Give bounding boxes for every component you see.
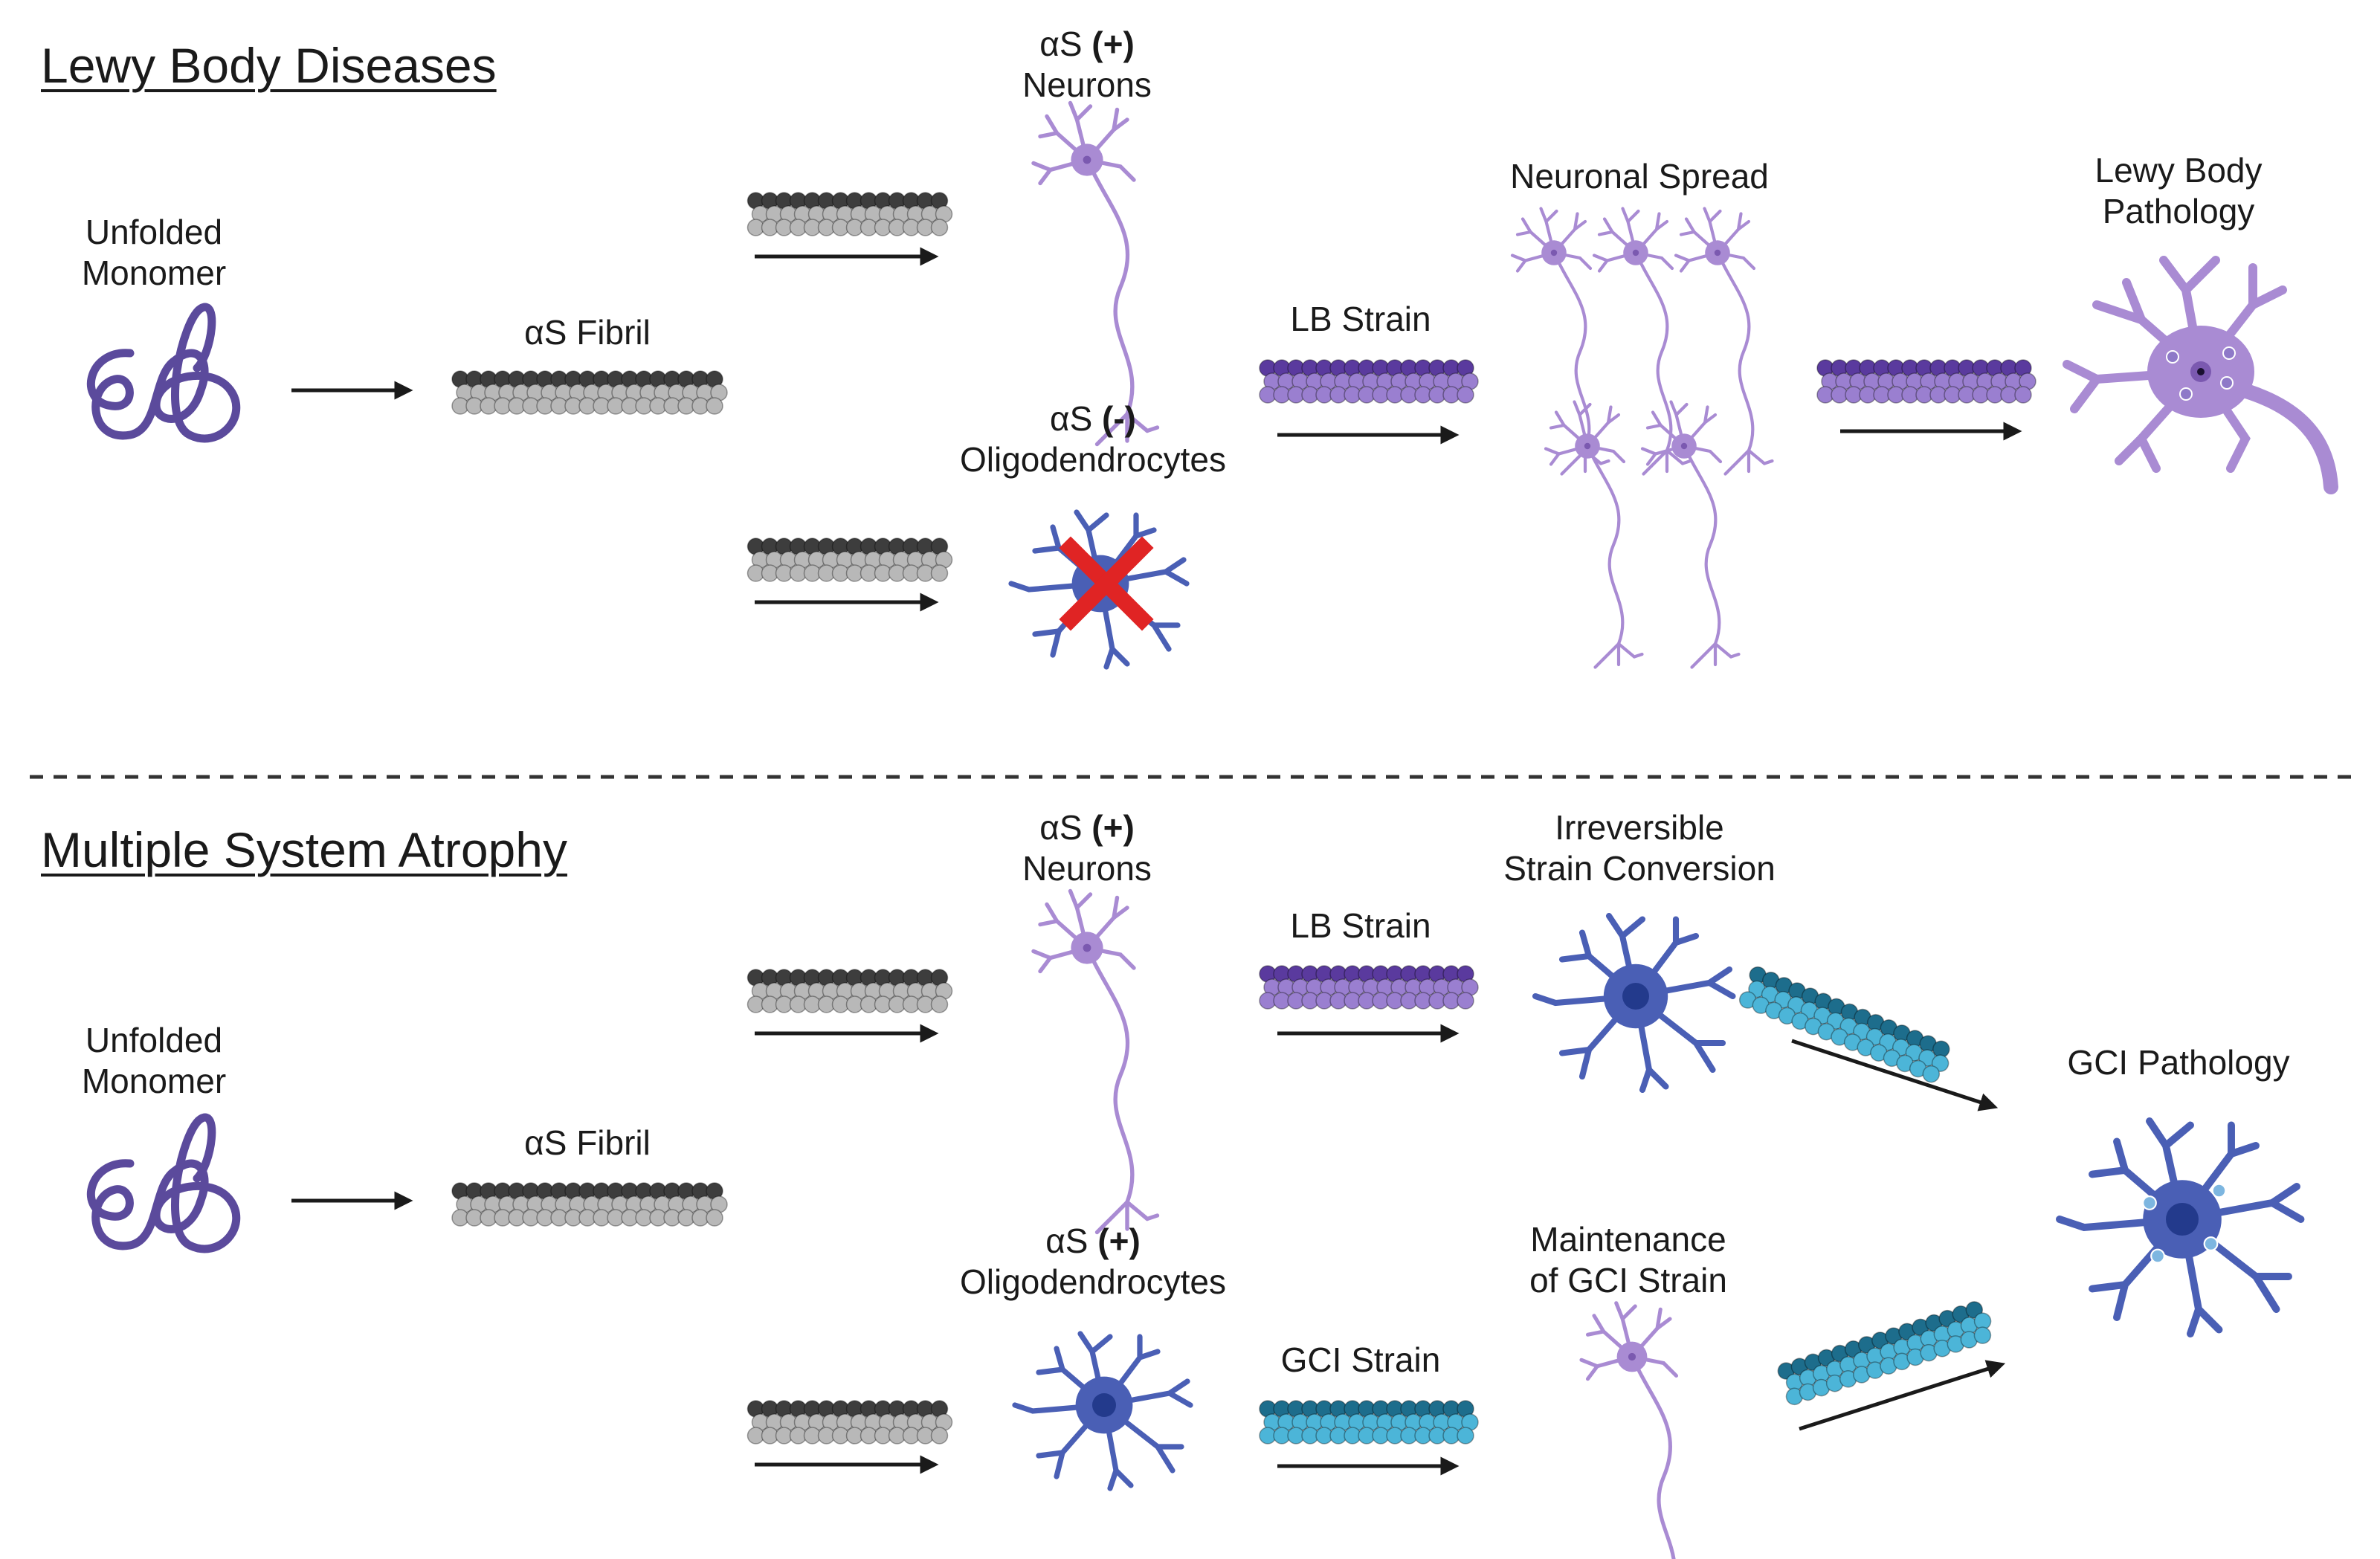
label-prefix: αS [1049, 399, 1103, 438]
label-line: Monomer [81, 254, 227, 292]
lb-strain-fibril-3 [1259, 965, 1479, 1010]
arrow-conversion-to-gci [1791, 1039, 1999, 1111]
label-line: Strain Conversion [1503, 849, 1776, 888]
gci-maintenance-neuron [1579, 1301, 1679, 1559]
label-strain-conversion: Irreversible Strain Conversion [1503, 807, 1776, 889]
label-line: Oligodendrocytes [960, 1262, 1226, 1301]
label-line: Neurons [1022, 849, 1152, 888]
label-sign: (-) [1102, 399, 1137, 438]
spread-neuron-4 [1544, 400, 1644, 669]
blocked-x [1059, 536, 1154, 631]
label-line: Maintenance [1530, 1220, 1726, 1259]
label-gci-pathology: GCI Pathology [2067, 1043, 2290, 1082]
label-neuronal-spread: Neuronal Spread [1510, 157, 1769, 196]
gci-strain-fibril-3 [1777, 1301, 1992, 1406]
label-prefix: αS [1039, 25, 1092, 63]
label-neurons-1: αS (+) Neurons [1022, 24, 1152, 106]
label-fibril-1: αS Fibril [524, 313, 651, 352]
neuron-1 [1031, 100, 1160, 447]
label-lb-strain-2: LB Strain [1290, 906, 1431, 945]
label-gci-strain: GCI Strain [1280, 1340, 1441, 1379]
label-oligo-1: αS (-) Oligodendrocytes [960, 398, 1226, 480]
label-prefix: αS [1045, 1221, 1098, 1260]
lb-strain-fibril-2 [1816, 359, 2036, 404]
fibril-2 [451, 1182, 728, 1227]
label-sign: (+) [1097, 1221, 1141, 1260]
label-line: of GCI Strain [1529, 1261, 1727, 1300]
label-prefix: αS [1039, 808, 1092, 847]
label-unfolded-monomer-1: Unfolded Monomer [82, 212, 226, 294]
spread-neuron-1 [1510, 207, 1610, 476]
label-line: Unfolded [85, 1021, 223, 1059]
label-neurons-2: αS (+) Neurons [1022, 807, 1152, 889]
oligodendrocyte-2 [1012, 1331, 1193, 1491]
fibril-to-oligo-1 [746, 538, 953, 582]
fibril-to-neurons-1 [746, 192, 953, 236]
label-line: Neurons [1022, 65, 1152, 104]
arrow-maintenance-to-gci [1799, 1360, 2006, 1431]
label-sign: (+) [1091, 25, 1135, 63]
label-gci-maintenance: Maintenance of GCI Strain [1529, 1219, 1727, 1301]
label-line: Lewy Body [2094, 151, 2263, 190]
gci-strain-fibril-1 [1259, 1400, 1479, 1445]
spread-neuron-2 [1592, 207, 1692, 476]
label-fibril-2: αS Fibril [524, 1123, 651, 1162]
fibril-to-oligo-2 [746, 1400, 953, 1445]
gci-strain-fibril-2 [1738, 966, 1950, 1083]
gci-pathology-cell [2056, 1117, 2305, 1337]
label-oligo-2: αS (+) Oligodendrocytes [960, 1221, 1226, 1303]
label-line: Monomer [81, 1062, 227, 1100]
converted-neuron [1532, 912, 1736, 1094]
label-unfolded-monomer-2: Unfolded Monomer [82, 1020, 226, 1102]
spread-neuron-3 [1674, 207, 1774, 476]
label-line: Unfolded [85, 213, 223, 251]
lewy-body-neuron [2063, 256, 2338, 494]
spread-neuron-5 [1640, 400, 1741, 669]
fibril-to-neurons-2 [746, 969, 953, 1013]
label-lewy-body-pathology: Lewy Body Pathology [2094, 150, 2262, 232]
neuron-2 [1031, 888, 1160, 1235]
fibril-1 [451, 370, 728, 415]
label-sign: (+) [1091, 808, 1135, 847]
label-line: Irreversible [1555, 808, 1724, 847]
section-title-msa: Multiple System Atrophy [41, 822, 567, 877]
monomer-2 [86, 1113, 241, 1253]
label-line: Pathology [2102, 192, 2255, 230]
section-title-lewy-body: Lewy Body Diseases [41, 38, 497, 93]
label-lb-strain-1: LB Strain [1290, 300, 1431, 338]
label-line: Oligodendrocytes [960, 440, 1226, 479]
monomer-1 [86, 303, 241, 443]
lb-strain-fibril-1 [1259, 359, 1479, 404]
